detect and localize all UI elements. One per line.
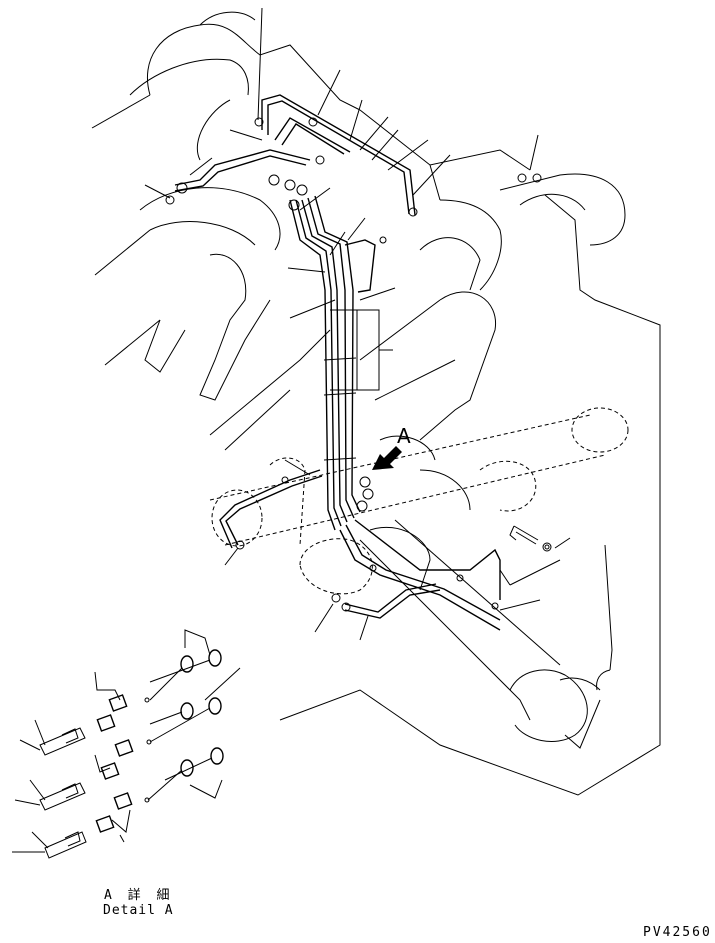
- boom-cylinder-phantom: [209, 407, 629, 595]
- leader-lines: [144, 7, 571, 641]
- fitting-group-top: [147, 629, 241, 801]
- machine-body-outline: [91, 11, 661, 796]
- drawing-number: PV42560: [643, 925, 712, 940]
- detail-a-parts: [12, 629, 241, 859]
- adapter-group: [94, 671, 134, 843]
- detail-a-arrow: [372, 446, 402, 470]
- detail-a-callout-letter: A: [397, 424, 412, 448]
- detail-a-title-japanese: A 詳 細: [104, 888, 174, 903]
- hydraulic-pipe-bundle: [165, 94, 552, 631]
- detail-a-title-english: Detail A: [103, 903, 174, 918]
- arm-cylinder: [359, 519, 613, 749]
- bolt-group: [12, 697, 152, 859]
